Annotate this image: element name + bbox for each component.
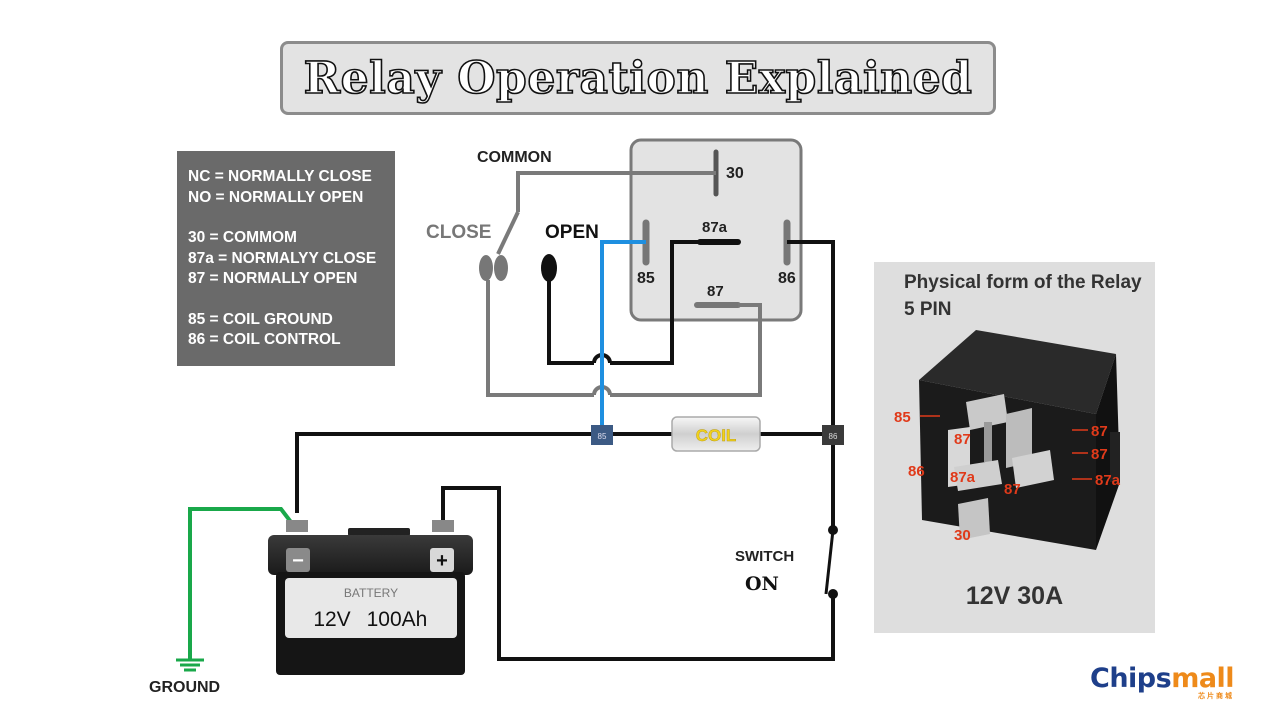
- coil-component: [671, 416, 761, 452]
- battery: − + BATTERY 12V 100Ah: [268, 520, 473, 675]
- legend-no: NO = NORMALLY OPEN: [188, 188, 364, 206]
- relay-pin-blade: [966, 394, 1008, 430]
- phys-label-87a-b: 87a: [1095, 472, 1121, 489]
- ground-wire: [188, 507, 299, 660]
- physical-title: Physical form of the Relay 5 PIN: [904, 272, 1142, 320]
- relay-pin-blade: [958, 498, 990, 540]
- battery-voltage: 12V: [313, 608, 350, 631]
- no-wire: [547, 280, 594, 365]
- phys-label-86: 86: [908, 463, 925, 480]
- open-contact: [541, 254, 557, 282]
- relay-top-face: [919, 330, 1116, 414]
- battery-pos-post: [432, 520, 454, 532]
- pin85-blue-wire: [600, 240, 646, 425]
- battery-plus-badge: [430, 548, 454, 572]
- battery-capacity: 100Ah: [367, 608, 428, 631]
- close-contact-b: [494, 255, 508, 281]
- pin30-label: 30: [726, 165, 744, 182]
- brand-logo-sub: 芯片商城: [1198, 692, 1234, 700]
- terminal-85-label: 85: [598, 432, 607, 441]
- relay-pin-blade: [984, 422, 992, 462]
- phys-label-30: 30: [954, 527, 971, 544]
- common-wire: [516, 171, 716, 212]
- relay-pin-blade: [1006, 408, 1032, 468]
- relay-mount-tab: [1110, 432, 1120, 482]
- battery-label: BATTERY: [344, 586, 398, 600]
- relay-pin-blade: [954, 460, 1002, 491]
- battery-neg-to-85-wire: [295, 432, 594, 513]
- legend-86: 86 = COIL CONTROL: [188, 331, 341, 348]
- legend-nc: NC = NORMALLY CLOSE: [188, 168, 372, 185]
- phys-label-87-a: 87: [954, 431, 971, 448]
- battery-minus: −: [292, 550, 304, 572]
- legend-85: 85 = COIL GROUND: [188, 310, 333, 328]
- physical-rating: 12V 30A: [965, 582, 1064, 610]
- relay-side-face: [1096, 354, 1120, 550]
- switch-arm: [824, 529, 835, 595]
- nc-wire: [486, 280, 594, 397]
- battery-top: [268, 535, 473, 575]
- pin87-label: 87: [707, 283, 724, 300]
- ground-label: GROUND: [149, 679, 220, 696]
- title-banner: Relay Operation Explained: [280, 41, 996, 115]
- open-label: OPEN: [545, 222, 599, 243]
- brand-logo: Chipsmall 芯片商城: [1090, 663, 1235, 700]
- terminal-86-label: 86: [829, 432, 838, 441]
- terminal-86: [822, 425, 844, 445]
- battery-minus-badge: [286, 548, 310, 572]
- brand-logo-text: Chipsmall: [1090, 663, 1235, 694]
- battery-pos-wire: [441, 486, 835, 661]
- phys-label-87a-a: 87a: [950, 469, 976, 486]
- switch-label: SWITCH: [735, 548, 794, 565]
- common-switch-arm: [496, 211, 520, 255]
- relay-pin-blade: [1012, 450, 1054, 488]
- legend-87: 87 = NORMALLY OPEN: [188, 270, 358, 287]
- page-title: Relay Operation Explained: [303, 52, 973, 105]
- pin86-wire: [787, 240, 835, 425]
- phys-label-85: 85: [894, 409, 911, 426]
- switch-state: ON: [745, 573, 779, 595]
- phys-label-87-d: 87: [1091, 446, 1108, 463]
- close-contact-a: [479, 255, 493, 281]
- terminal-85: [591, 425, 613, 445]
- phys-label-87-c: 87: [1091, 423, 1108, 440]
- pin86-label: 86: [778, 270, 796, 287]
- pin87-wire: [610, 303, 762, 397]
- battery-handle: [348, 528, 410, 536]
- legend-box: NC = NORMALLY CLOSE NO = NORMALLY OPEN 3…: [177, 151, 395, 366]
- pin87a-wire: [610, 240, 700, 365]
- physical-relay-image: [919, 330, 1120, 550]
- coil-label: COIL: [696, 426, 737, 445]
- physical-relay-panel: Physical form of the Relay 5 PIN 85 87 8…: [874, 262, 1155, 633]
- legend-87a: 87a = NORMALYY CLOSE: [188, 249, 377, 267]
- physical-pin-labels: 85 87 86 87a 87 30 87 87 87a: [894, 409, 1121, 544]
- common-label: COMMON: [477, 149, 552, 166]
- legend-30: 30 = COMMOM: [188, 229, 297, 246]
- battery-neg-post: [286, 520, 308, 532]
- battery-label-plate: [285, 578, 457, 638]
- battery-plus: +: [436, 550, 448, 572]
- pin85-label: 85: [637, 270, 655, 287]
- pin87a-label: 87a: [702, 219, 728, 236]
- close-label: CLOSE: [426, 222, 491, 243]
- phys-label-87-b: 87: [1004, 481, 1021, 498]
